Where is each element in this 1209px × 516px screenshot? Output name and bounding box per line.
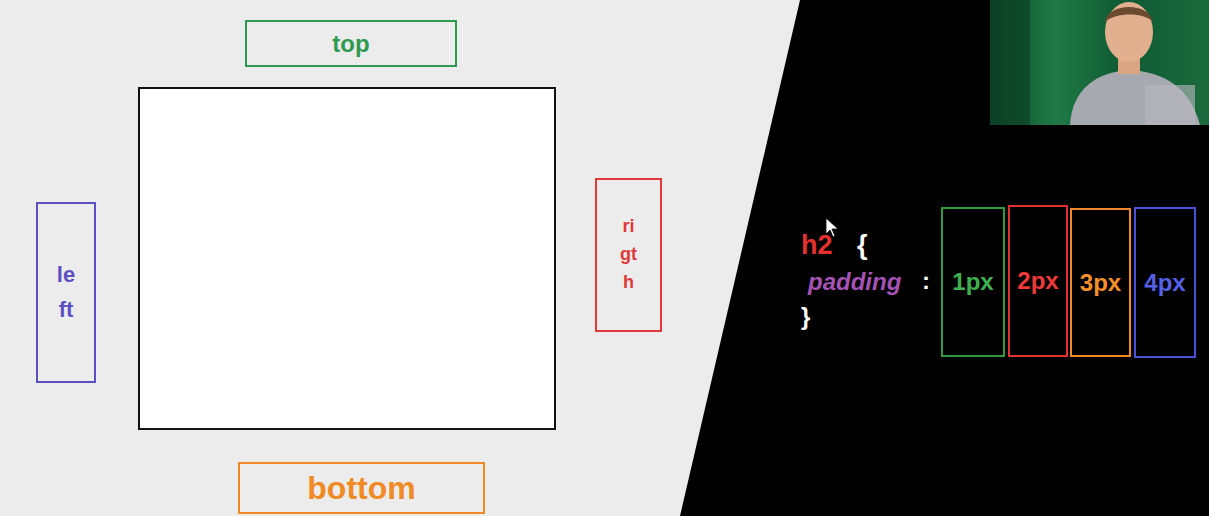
box-label: 4px xyxy=(1144,269,1185,297)
value-box: 2px xyxy=(1008,205,1068,357)
css-brace: } xyxy=(801,303,810,332)
vertical-side-label: left xyxy=(55,258,77,326)
css-colon: : xyxy=(922,267,930,296)
css-selector: h2 xyxy=(801,229,833,261)
side-label-box: bottom xyxy=(238,462,485,514)
box-label: top xyxy=(332,30,369,58)
side-label-box: left xyxy=(36,202,96,383)
box-label: 2px xyxy=(1017,267,1058,295)
side-label-box: rigth xyxy=(595,178,662,332)
css-property: padding xyxy=(808,268,901,297)
value-box: 3px xyxy=(1070,208,1131,357)
box-label: bottom xyxy=(307,470,415,507)
side-label-box: top xyxy=(245,20,457,67)
value-box: 4px xyxy=(1134,207,1196,358)
value-box: 1px xyxy=(941,207,1005,357)
vertical-side-label: rigth xyxy=(620,213,638,297)
box-label: 1px xyxy=(952,268,993,296)
webcam-frame xyxy=(990,0,1209,125)
css-brace: { xyxy=(857,229,868,261)
box-label: 3px xyxy=(1080,269,1121,297)
